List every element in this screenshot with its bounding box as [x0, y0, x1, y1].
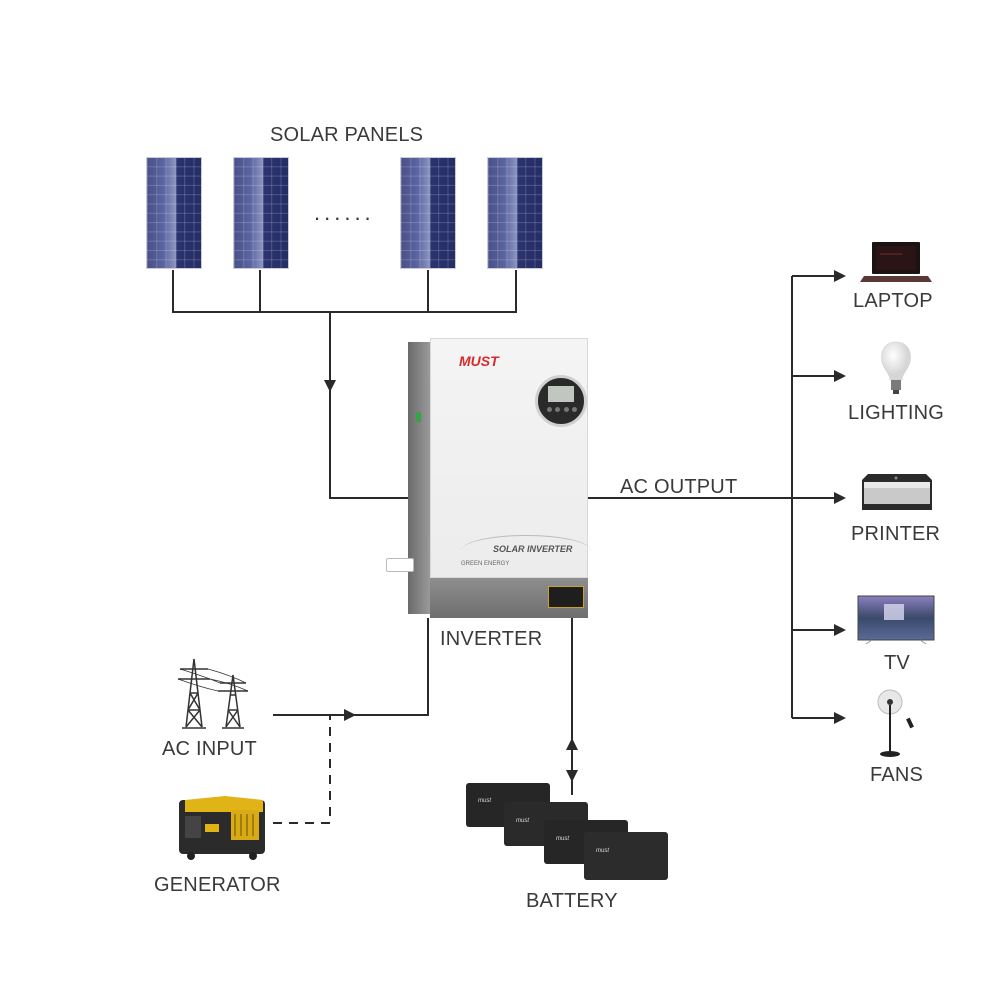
- solar-arrow: [324, 380, 336, 392]
- panel-ellipsis: ......: [314, 200, 375, 225]
- solar-panels-label: SOLAR PANELS: [270, 124, 424, 146]
- power-pylon-icon: [177, 658, 249, 729]
- tv-arrow: [834, 624, 846, 636]
- generator-label: GENERATOR: [154, 874, 281, 896]
- solar-bus-line: [172, 270, 517, 313]
- inverter-display-icon: [535, 375, 587, 427]
- ac-input-arrow: [344, 709, 356, 721]
- battery-label: BATTERY: [526, 890, 618, 912]
- battery-arrow-down: [566, 770, 578, 782]
- laptop-icon: [860, 242, 932, 282]
- printer-arrow: [834, 492, 846, 504]
- light-bulb-icon: [881, 341, 911, 394]
- svg-text:must: must: [478, 798, 491, 804]
- generator-line: [273, 715, 331, 824]
- inverter-front: MUST SOLAR INVERTER GREEN ENERGY: [430, 338, 591, 578]
- tv-icon: [857, 595, 935, 645]
- laptop-arrow: [834, 270, 846, 282]
- solar-panel-icon: [233, 157, 289, 269]
- inverter-device-icon: MUST SOLAR INVERTER GREEN ENERGY: [386, 338, 591, 618]
- inverter-product-text: SOLAR INVERTER: [493, 544, 573, 554]
- ac-input-label: AC INPUT: [162, 738, 257, 760]
- caution-label-icon: [548, 586, 584, 608]
- load-label-fans: FANS: [870, 764, 924, 786]
- inverter-label: INVERTER: [440, 628, 543, 650]
- wifi-module-icon: [386, 558, 414, 572]
- solar-to-inverter-line: [329, 312, 408, 499]
- svg-text:must: must: [516, 818, 529, 824]
- fan-icon: [877, 689, 914, 757]
- load-label-laptop: LAPTOP: [853, 290, 933, 312]
- fans-arrow: [834, 712, 846, 724]
- battery-icon: [584, 832, 668, 880]
- generator-icon: [179, 796, 265, 860]
- solar-panel-icon: [487, 157, 543, 269]
- battery-bank-icon: must must must must: [466, 783, 668, 880]
- inverter-sub-text: GREEN ENERGY: [461, 561, 510, 567]
- printer-icon: [862, 474, 932, 510]
- battery-arrow-up: [566, 738, 578, 750]
- solar-panel-icon: [146, 157, 202, 269]
- svg-text:must: must: [556, 836, 569, 842]
- load-label-printer: PRINTER: [851, 523, 941, 545]
- svg-text:must: must: [596, 848, 609, 854]
- load-label-lighting: LIGHTING: [848, 402, 945, 424]
- lighting-arrow: [834, 370, 846, 382]
- solar-panel-icon: [400, 157, 456, 269]
- inverter-brand: MUST: [459, 353, 499, 369]
- load-label-tv: TV: [884, 652, 910, 674]
- ac-input-line: [273, 618, 429, 716]
- inverter-side: [408, 342, 430, 614]
- ac-output-label: AC OUTPUT: [620, 476, 738, 498]
